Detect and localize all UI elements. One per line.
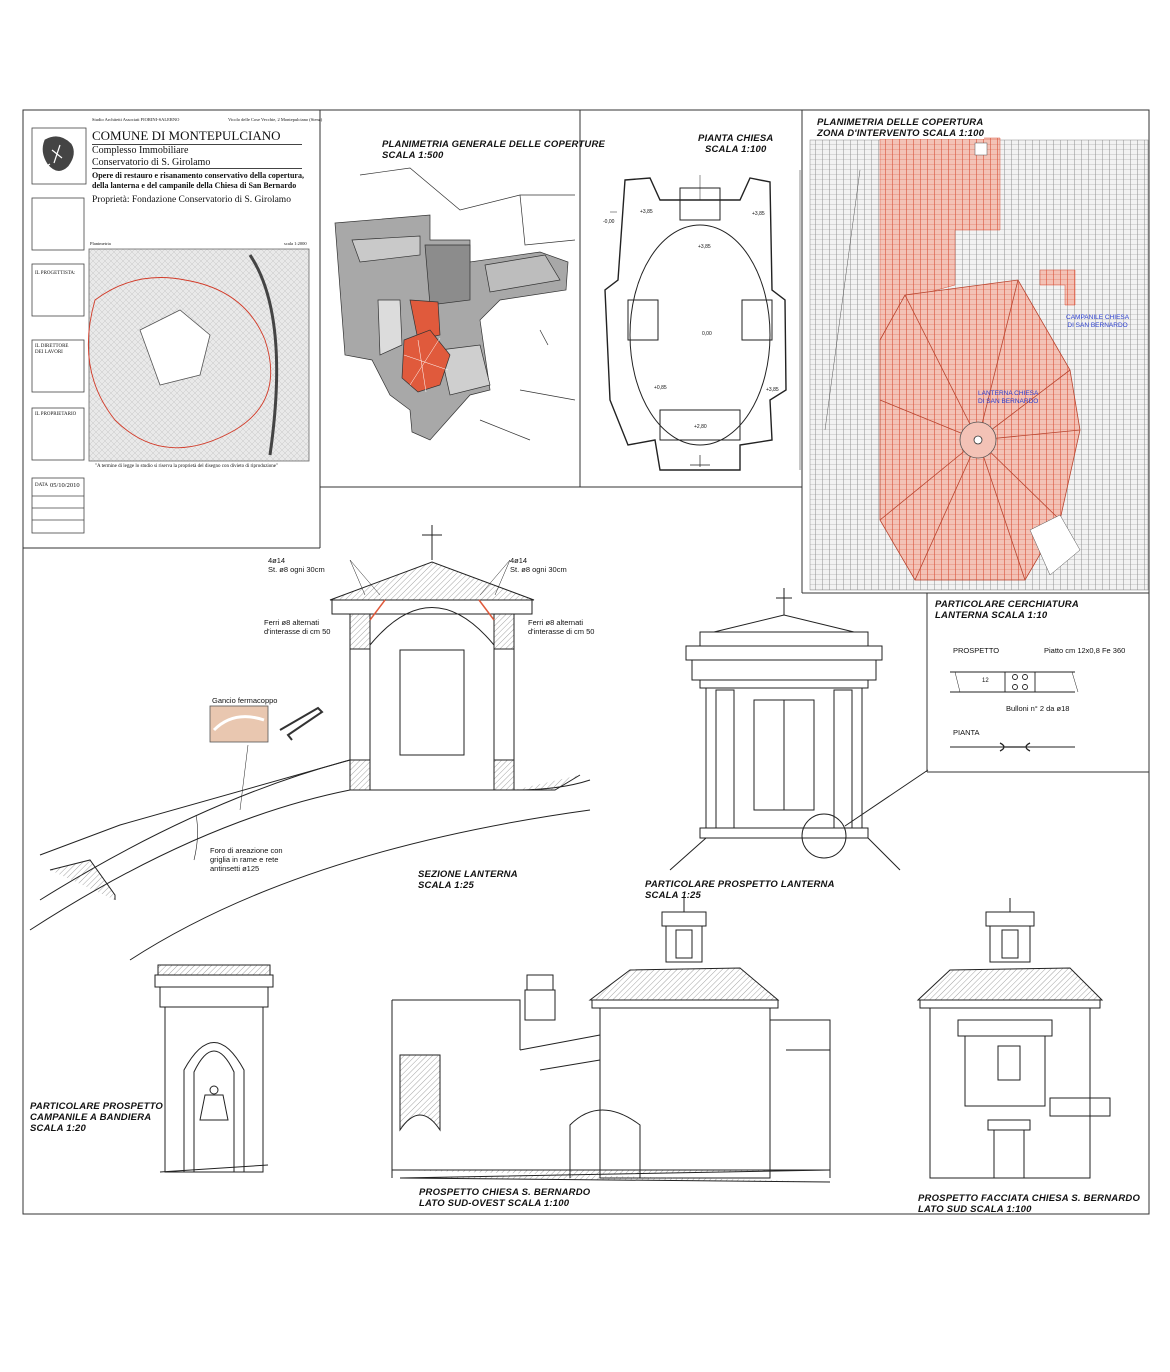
level-2: +3,85 [752,211,765,217]
works-line-1: Opere di restauro e risanamento conserva… [92,171,304,180]
roof-general-plan [334,167,576,441]
map-label: Planimetria [90,241,111,246]
works-line-2: della lanterna e del campanile della Chi… [92,181,297,190]
hook-label: Gancio fermacoppo [212,696,278,705]
lantern-section [29,525,591,961]
ring-plate: Piatto cm 12x0,8 Fe 360 [1044,646,1126,655]
property-owner: Proprietà: Fondazione Conservatorio di S… [92,195,291,205]
belfry-elevation [154,964,274,1173]
sheet-frame [22,109,1150,1215]
hook-photo [209,705,324,743]
level-5: 0,00 [702,331,712,337]
s-facade-elevation [916,898,1111,1179]
level-3: +3,85 [698,244,711,250]
complex-line-1: Complesso Immobiliare [92,145,189,156]
ring-pianta: PIANTA [953,728,980,737]
role-designer: IL PROGETTISTA: [35,271,76,276]
ring-bolts: Bulloni n° 2 da ø18 [1006,704,1070,713]
sw-elevation [391,898,831,1183]
date-label: DATA [35,483,48,488]
studio-address: Vicolo delle Cose Vecchie, 2 Montepulcia… [228,117,323,122]
level-4: +3,85 [766,387,779,393]
role-owner: IL PROPRIETARIO [35,412,77,417]
municipality: COMUNE DI MONTEPULCIANO [92,128,302,145]
level-1: +3,85 [640,209,653,215]
ring-detail [950,671,1079,752]
map-scale: scala 1:2000 [284,241,307,246]
lantern-elevation [669,588,929,871]
studio-name: Studio Architetti Associati FIORINI-SALE… [92,117,180,122]
level-7: -0,00 [603,219,615,225]
copyright-note: "A termine di legge lo studio si riserva… [95,464,279,469]
church-plan [604,170,801,471]
ring-dim: 12 [982,678,989,684]
ring-prospetto: PROSPETTO [953,646,1000,655]
date-value: 05/10/2010 [50,482,80,489]
title-block [31,127,310,534]
role-director-1: IL DIRETTORE [35,344,69,349]
role-director-2: DEI LAVORI [35,350,63,355]
level-6: +0,85 [654,385,667,391]
roof-zone-plan [809,137,1149,591]
level-8: +2,80 [694,424,707,430]
complex-line-2: Conservatorio di S. Girolamo [92,157,302,169]
